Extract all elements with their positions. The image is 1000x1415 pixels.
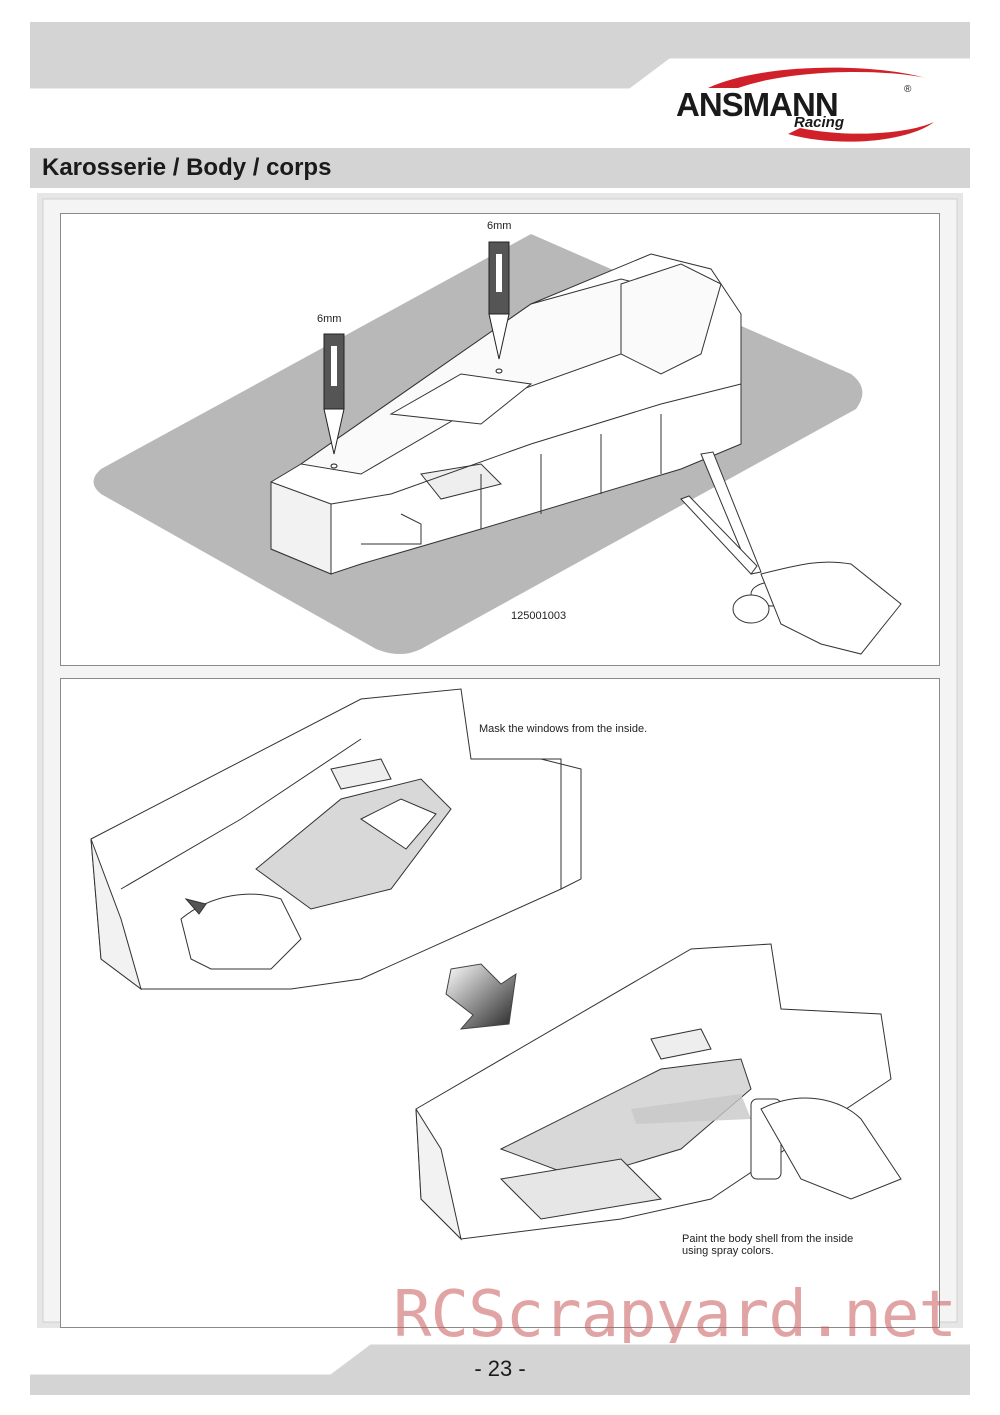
arrow-down-right-icon [445,963,517,1030]
ansmann-racing-logo: ANSMANN ® Racing [668,62,940,146]
hand-masking-icon [180,893,302,970]
scissors-hand-icon [680,451,902,655]
logo-sub-text: Racing [794,114,845,131]
footer-band [30,1343,970,1395]
registered-mark: ® [904,84,912,95]
step-mask-paint-panel: Mask the windows from the inside. Paint … [60,678,940,1328]
step-drill-trim-panel: 6mm 6mm 125001003 [60,213,940,666]
drill-bit-right-icon [488,241,510,374]
page-number: - 23 - [474,1356,526,1381]
drill-trim-illustration [93,234,902,655]
mask-caption: Mask the windows from the inside. [479,723,648,735]
drill-size-label-left: 6mm [317,313,342,325]
drill-size-label-right: 6mm [487,220,512,232]
spray-can-icon [631,1094,902,1200]
logo-brand-text: ANSMANN [676,86,839,123]
section-title: Karosserie / Body / corps [42,154,332,181]
section-header-band [30,148,970,188]
paint-caption-line1: Paint the body shell from the inside [682,1233,854,1245]
watermark-text: RCScrapyard.net [393,1278,957,1352]
paint-caption-line2: using spray colors. [682,1245,774,1257]
part-number-label: 125001003 [511,610,567,622]
body-shell-inside-2 [415,943,892,1241]
header-band [30,22,970,92]
body-shell [270,253,742,575]
mask-paint-illustration [90,688,902,1241]
drill-bit-left-icon [323,333,345,469]
